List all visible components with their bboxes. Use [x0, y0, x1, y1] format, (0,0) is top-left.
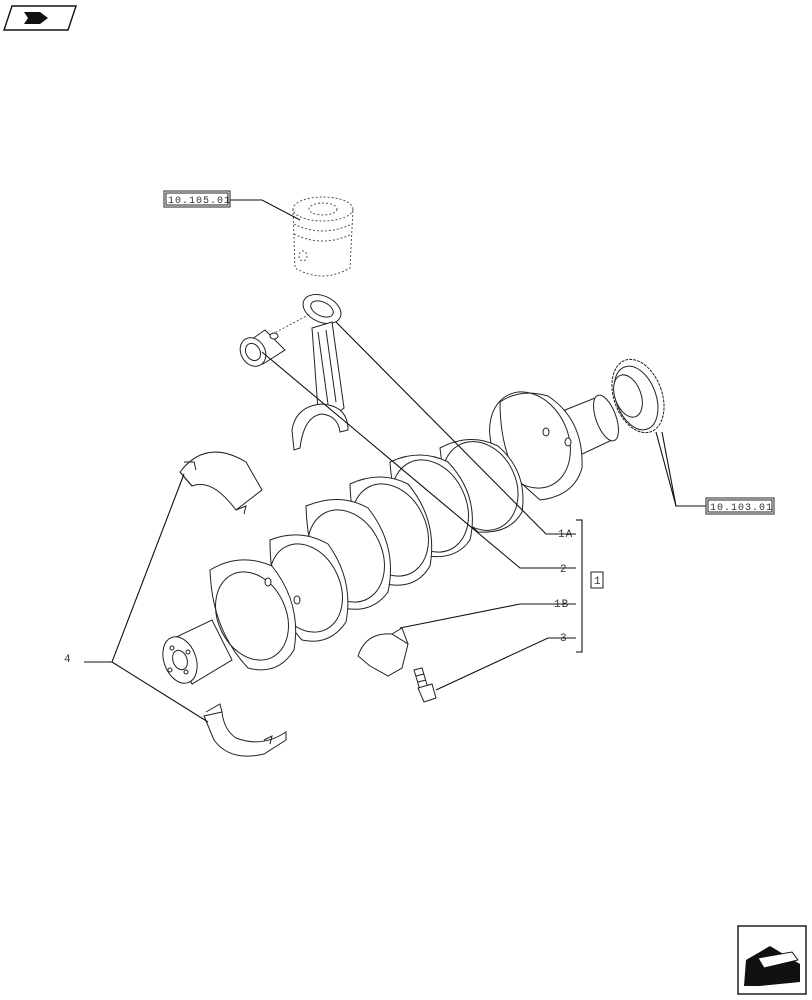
callout-1a: 1A — [558, 529, 573, 541]
callout-4-text: 4 — [64, 654, 72, 666]
crankshaft — [162, 391, 619, 685]
callout-1b-text: 1B — [554, 599, 569, 611]
leader-lines — [84, 199, 706, 723]
connecting-rod — [291, 293, 349, 451]
thrust-bearing-shell — [357, 627, 409, 677]
crankshaft-gear — [611, 358, 665, 434]
piston-reference-box[interactable]: 10.105.01 — [163, 190, 231, 208]
gear-reference-box[interactable]: 10.103.01 — [705, 497, 775, 515]
next-page-arrow-icon[interactable] — [737, 925, 807, 995]
cap-bolt — [413, 667, 437, 703]
kit-1-text: 1 — [594, 576, 602, 588]
kit-1-box: 1 — [590, 571, 604, 589]
callout-2: 2 — [560, 564, 568, 576]
callout-4: 4 — [64, 654, 72, 666]
piston — [292, 196, 354, 277]
main-bearing-lower-shell — [203, 703, 287, 757]
small-end-bushing — [239, 329, 286, 367]
main-bearing-upper-shell — [179, 451, 263, 515]
callout-3-text: 3 — [560, 633, 568, 645]
gear-reference-text: 10.103.01 — [710, 503, 773, 514]
callout-2-text: 2 — [560, 564, 568, 576]
piston-reference-text: 10.105.01 — [168, 196, 231, 207]
callout-1b: 1B — [554, 599, 569, 611]
callout-1a-text: 1A — [558, 529, 573, 541]
callout-3: 3 — [560, 633, 568, 645]
book-nav-icon[interactable] — [3, 5, 77, 31]
